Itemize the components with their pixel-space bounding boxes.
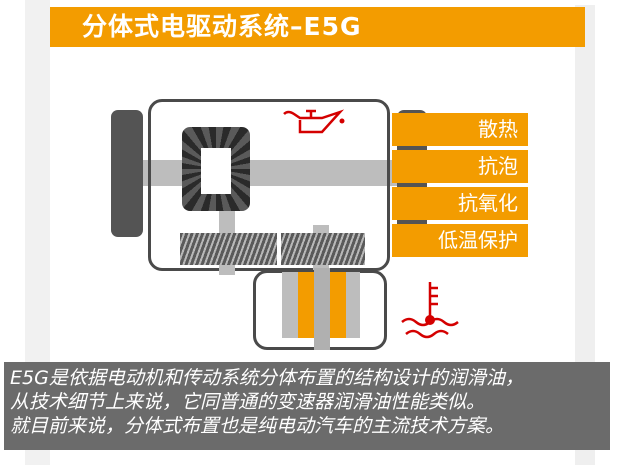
background-strip-right [575, 5, 595, 465]
axle-shaft [128, 160, 398, 186]
large-helical-gear [180, 233, 277, 265]
small-helical-gear [281, 233, 365, 265]
gearbox-housing [148, 99, 390, 271]
function-anti-foam: 抗泡 [392, 150, 528, 183]
coolant-temperature-icon [401, 282, 459, 339]
motor-winding-left [298, 272, 314, 338]
left-wheel [111, 110, 143, 237]
function-anti-oxidation: 抗氧化 [392, 187, 528, 220]
caption-line: E5G是依据电动机和传动系统分体布置的结构设计的润滑油， [10, 367, 524, 389]
motor-rotor-shaft [314, 268, 330, 350]
differential-window [201, 148, 231, 194]
oil-can-icon [283, 109, 345, 134]
caption-line: 就目前来说，分体式布置也是纯电动汽车的主流技术方案。 [10, 415, 505, 437]
title-bar [50, 7, 585, 47]
caption-box: E5G是依据电动机和传动系统分体布置的结构设计的润滑油， 从技术细节上来说，它同… [4, 362, 610, 450]
motor-winding-right [330, 272, 346, 338]
function-low-temp-protection: 低温保护 [392, 224, 528, 257]
function-heat-dissipation: 散热 [392, 113, 528, 146]
lubricant-functions-list: 散热 抗泡 抗氧化 低温保护 [392, 113, 528, 261]
page-title: 分体式电驱动系统–E5G [82, 12, 362, 41]
caption-line: 从技术细节上来说，它同普通的变速器润滑油性能类似。 [10, 391, 486, 413]
